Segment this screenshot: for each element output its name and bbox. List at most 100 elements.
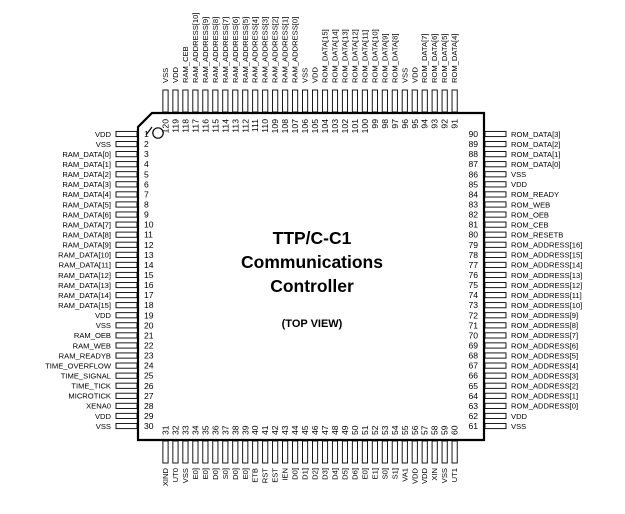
pin-number: 77 — [468, 260, 478, 270]
pin-number: 83 — [468, 199, 478, 209]
pin-number: 7 — [144, 189, 149, 199]
pin-number: 32 — [170, 425, 180, 435]
pin-top — [222, 89, 229, 113]
pin-label: E1] — [370, 468, 379, 479]
pin-number: 27 — [144, 391, 154, 401]
pin-top — [202, 89, 209, 113]
pin-label: VDD — [511, 180, 528, 189]
pin-right — [484, 130, 507, 138]
pin-number: 112 — [240, 119, 250, 133]
pin-label: D6] — [350, 468, 359, 480]
pin-number: 19 — [144, 310, 154, 320]
pin-number: 102 — [340, 119, 350, 134]
pin-right — [484, 332, 507, 339]
pin-number: 108 — [280, 119, 290, 134]
pin-top — [351, 89, 358, 113]
pin-right — [484, 392, 507, 399]
pin-number: 91 — [450, 119, 460, 129]
pin-number: 54 — [390, 425, 400, 435]
pin-label: ROM_DATA[11] — [360, 30, 369, 83]
pin-top — [192, 89, 199, 113]
pin-number: 79 — [468, 240, 478, 250]
pin-number: 55 — [400, 425, 410, 435]
pin-number: 51 — [360, 425, 370, 435]
pin-top — [441, 89, 448, 113]
pin-label: RAM_ADDRESS[4] — [251, 17, 260, 83]
pin-label: RAM_DATA[11] — [59, 261, 111, 270]
pin-right — [484, 352, 507, 359]
pin-label: ROM_ADDRESS[3] — [511, 371, 578, 380]
pin-left — [115, 231, 138, 238]
pin-number: 70 — [468, 330, 478, 340]
pin-number: 57 — [420, 425, 430, 435]
pin-right — [484, 211, 507, 218]
pin-right — [484, 292, 507, 299]
pin-label: S0] — [380, 468, 389, 479]
pin-label: RAM_ADDRESS[2] — [271, 17, 280, 83]
pin-right — [484, 342, 507, 349]
pin-number: 63 — [468, 401, 478, 411]
pin-label: TIME_SIGNAL — [61, 371, 111, 380]
pin-label: VSS — [181, 468, 190, 483]
pin-label: RST — [261, 468, 270, 484]
pin-number: 29 — [144, 411, 154, 421]
pin-top — [421, 89, 428, 113]
pin-left — [115, 221, 138, 228]
pin-left — [115, 362, 138, 369]
pin-right — [484, 201, 507, 208]
pin-label: ROM_DATA[12] — [350, 29, 359, 83]
pin-number: 107 — [290, 119, 300, 134]
pin-left — [115, 171, 138, 178]
pin-label: RAM_DATA[10] — [58, 251, 111, 260]
pin-top — [302, 89, 309, 113]
pin-top — [292, 89, 299, 113]
pin-label: RAM_ADDRESS[10] — [191, 13, 200, 83]
pin-label: RAM_ADDRESS[0] — [291, 17, 300, 83]
pin-right — [484, 261, 507, 268]
pin-right — [484, 422, 507, 430]
pin-bottom — [321, 440, 329, 464]
pin-number: 33 — [180, 425, 190, 435]
pin-label: ROM_ADDRESS[2] — [511, 382, 578, 391]
pin-number: 65 — [468, 381, 478, 391]
pin-top — [282, 89, 289, 113]
pin-top — [401, 89, 408, 113]
pin-number: 46 — [310, 425, 320, 435]
pin-label: E0] — [191, 468, 200, 479]
pin-number: 8 — [144, 199, 149, 209]
pin-label: E0] — [360, 468, 369, 479]
pin-top — [272, 89, 279, 113]
pin-number: 37 — [220, 425, 230, 435]
pin-right — [484, 171, 507, 178]
pin-number: 49 — [340, 425, 350, 435]
pin-number: 110 — [260, 119, 270, 133]
pin-bottom — [162, 440, 169, 464]
pin-number: 111 — [250, 119, 260, 132]
pin-number: 40 — [250, 425, 260, 435]
pin-number: 35 — [200, 425, 210, 435]
pin-label: VSS — [301, 68, 310, 83]
pin-label: ROM_WEB — [511, 200, 550, 209]
pin-label: RAM_DATA[2] — [62, 170, 111, 179]
pin-number: 13 — [144, 250, 154, 260]
pin-label: RAM_DATA[15] — [58, 301, 111, 310]
pin-number: 69 — [468, 340, 478, 350]
pin-label: ROM_ADDRESS[14] — [511, 261, 582, 270]
pin-number: 92 — [440, 119, 450, 129]
pin-label: ROM_ADDRESS[7] — [511, 331, 578, 340]
pin-left — [115, 372, 138, 379]
chip-title-line-1: TTP/C-C1 — [273, 228, 352, 248]
pin-left — [115, 302, 138, 309]
pin-label: ROM_DATA[5] — [440, 33, 449, 83]
pin-number: 15 — [144, 270, 154, 280]
pin-label: ROM_DATA[0] — [511, 160, 561, 169]
pin-label: RAM_DATA[0] — [62, 150, 111, 159]
pin-number: 71 — [468, 320, 478, 330]
pin-label: VA1 — [400, 468, 409, 482]
pin-label: ROM_DATA[8] — [390, 33, 399, 83]
pin-number: 44 — [290, 425, 300, 435]
pin-label: RAM_ADDRESS[1] — [281, 17, 290, 83]
pin-left — [115, 382, 138, 389]
pin-label: XIN — [430, 468, 439, 481]
